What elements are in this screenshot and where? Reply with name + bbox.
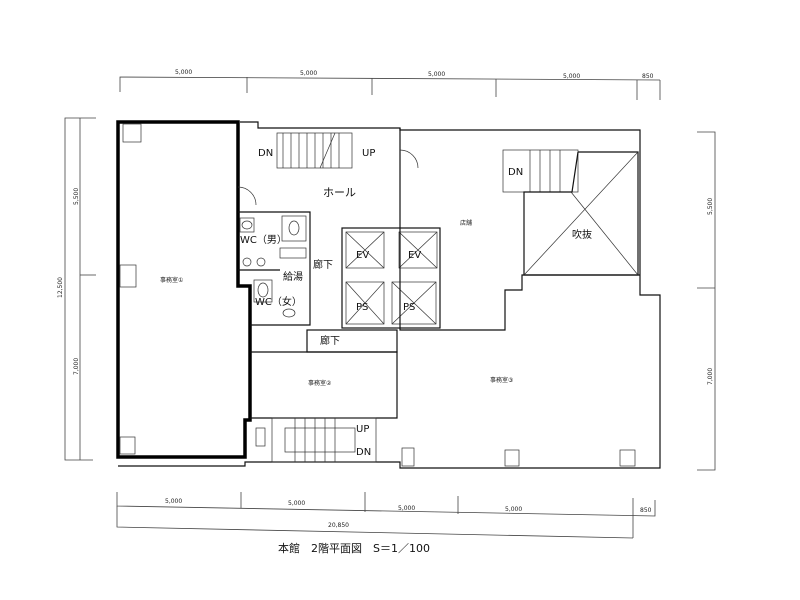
wc-block: WC（男） 給湯 WC（女） xyxy=(237,186,311,326)
svg-text:5,500: 5,500 xyxy=(707,198,714,215)
svg-text:5,000: 5,000 xyxy=(428,71,445,78)
svg-text:EV: EV xyxy=(408,250,421,261)
svg-text:5,000: 5,000 xyxy=(300,70,317,77)
elevator-core: EV EV PS PS xyxy=(341,227,441,329)
svg-text:5,500: 5,500 xyxy=(73,188,80,205)
svg-text:PS: PS xyxy=(403,302,415,313)
room-store: 店舗 xyxy=(460,219,472,227)
svg-text:12,500: 12,500 xyxy=(57,277,64,298)
office1-outline xyxy=(116,120,252,459)
svg-text:廊下: 廊下 xyxy=(320,334,340,347)
svg-text:7,000: 7,000 xyxy=(707,368,714,385)
svg-text:WC（女）: WC（女） xyxy=(255,295,302,308)
svg-text:5,000: 5,000 xyxy=(398,505,415,512)
room-hall: ホール xyxy=(323,186,356,199)
svg-text:850: 850 xyxy=(642,73,654,80)
room-corridor1: 廊下 xyxy=(313,258,333,271)
svg-text:DN: DN xyxy=(508,167,523,178)
svg-text:DN: DN xyxy=(356,447,371,458)
top-dimension: 5,000 5,000 5,000 5,000 850 xyxy=(119,69,661,100)
svg-text:UP: UP xyxy=(362,148,375,159)
room-office2: 事務室② xyxy=(308,379,332,387)
stairs-top: DN UP xyxy=(258,132,375,169)
stairs-right: DN xyxy=(502,149,579,193)
room-office3: 事務室③ xyxy=(490,376,513,384)
svg-text:5,000: 5,000 xyxy=(175,69,192,76)
svg-text:吹抜: 吹抜 xyxy=(572,228,592,241)
stairs-bottom: UP DN xyxy=(255,417,377,463)
svg-text:WC（男）: WC（男） xyxy=(240,234,287,246)
outer-wall xyxy=(118,121,661,469)
svg-text:EV: EV xyxy=(356,250,369,261)
svg-text:UP: UP xyxy=(356,424,369,435)
svg-text:DN: DN xyxy=(258,148,273,159)
svg-text:5,000: 5,000 xyxy=(563,73,580,80)
void: 吹抜 xyxy=(523,151,639,276)
svg-text:850: 850 xyxy=(640,507,652,514)
left-dimension: 5,500 7,000 12,500 xyxy=(57,117,96,461)
bottom-dimension: 5,000 5,000 5,000 5,000 850 20,850 xyxy=(116,492,656,539)
svg-text:PS: PS xyxy=(356,302,368,313)
store-wall xyxy=(399,128,640,331)
svg-text:5,000: 5,000 xyxy=(505,506,522,513)
svg-text:7,000: 7,000 xyxy=(73,358,80,375)
drawing-title: 本館 2階平面図 S＝1／100 xyxy=(278,541,430,555)
svg-text:5,000: 5,000 xyxy=(165,498,182,505)
svg-text:20,850: 20,850 xyxy=(328,522,349,529)
right-dimension: 5,500 7,000 xyxy=(697,131,716,471)
svg-text:5,000: 5,000 xyxy=(288,500,305,507)
svg-text:給湯: 給湯 xyxy=(283,270,303,283)
room-office1: 事務室① xyxy=(160,276,183,284)
